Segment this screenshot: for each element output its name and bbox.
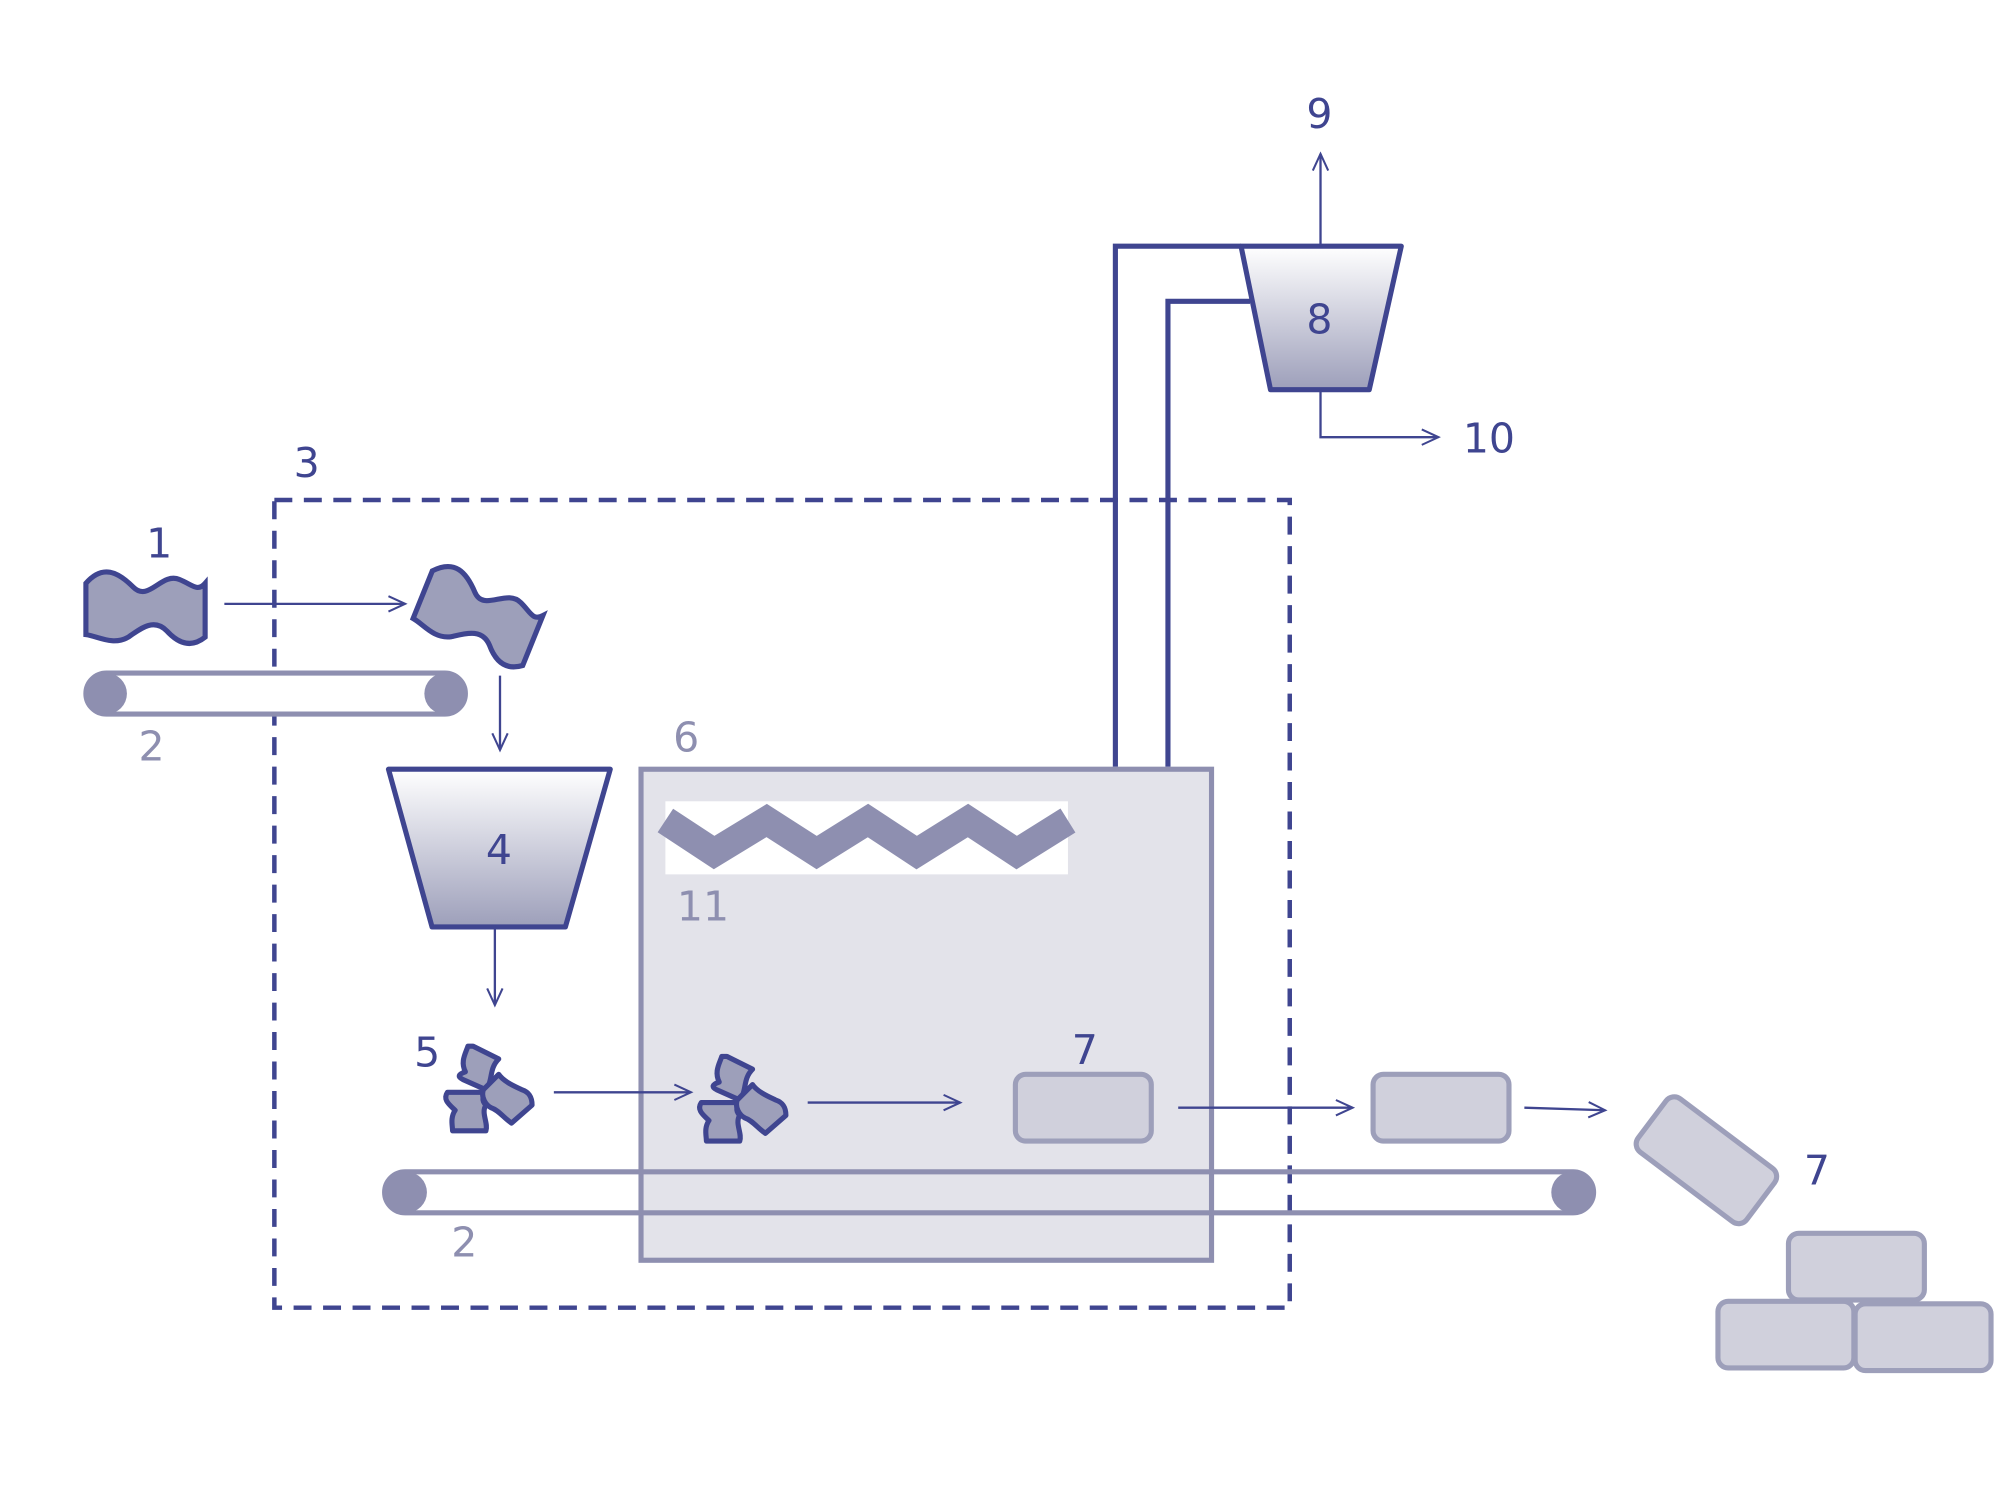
label-heater: 11: [677, 883, 729, 931]
arrow-output-bottom: [1319, 389, 1441, 446]
raw-material-tipped: [410, 560, 547, 671]
label-conveyor-lower: 2: [451, 1218, 477, 1266]
label-product-stack: 7: [1804, 1147, 1830, 1195]
exhaust-pipe-inner: [1165, 298, 1250, 767]
fragments-cluster: [446, 1046, 532, 1131]
label-fragments: 5: [414, 1029, 440, 1077]
label-raw-material: 1: [146, 520, 172, 568]
label-kiln: 6: [673, 713, 699, 761]
label-output-bottom: 10: [1463, 415, 1515, 463]
conveyor-lower: [382, 1169, 1597, 1216]
crusher-hopper: [385, 766, 613, 930]
label-crusher-hopper: 4: [486, 826, 512, 874]
conveyor-upper: [83, 670, 468, 717]
label-enclosure: 3: [294, 439, 320, 487]
arrow-brick-to-stack: [1524, 1101, 1608, 1119]
label-product-in-kiln: 7: [1072, 1026, 1098, 1074]
brick-stack-top: [1785, 1230, 1927, 1303]
label-conveyor-upper: 2: [138, 722, 164, 770]
brick-stack-right: [1852, 1301, 1994, 1374]
brick-in-kiln: [1012, 1071, 1154, 1144]
brick-falling: [1633, 1094, 1780, 1227]
separator-hopper: [1238, 243, 1404, 393]
brick-exited: [1370, 1071, 1512, 1144]
raw-material-block: [86, 572, 205, 643]
brick-stack-left: [1715, 1298, 1857, 1371]
label-separator: 8: [1306, 295, 1332, 343]
enclosure-boundary: [272, 497, 1292, 1310]
label-output-top: 9: [1306, 90, 1332, 138]
exhaust-pipe-outer: [1112, 243, 1242, 767]
heater-zigzag: [657, 803, 1076, 870]
